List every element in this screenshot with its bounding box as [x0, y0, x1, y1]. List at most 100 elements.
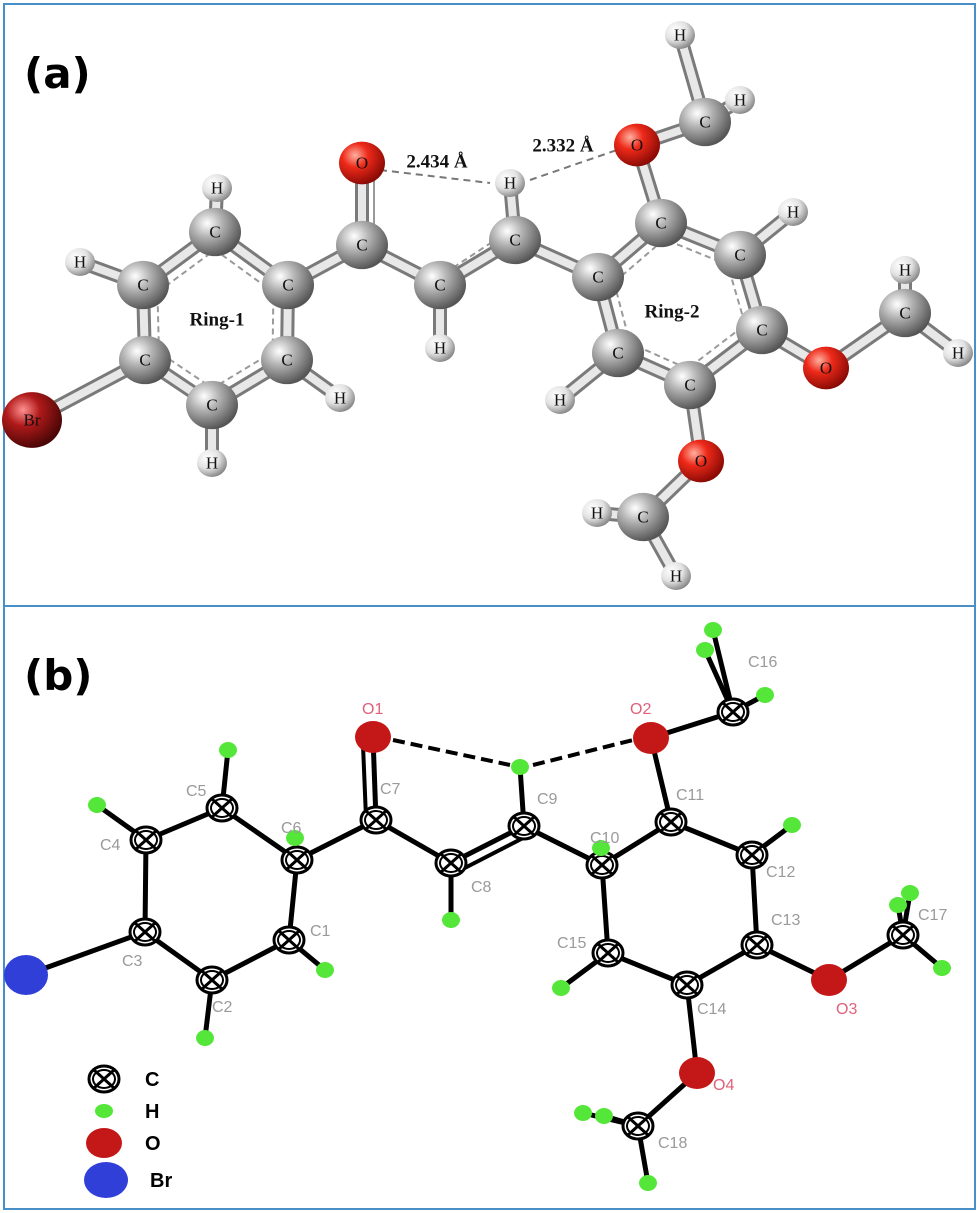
ortep-label-O4: O4: [713, 1077, 734, 1094]
ortep-atom-C11: [654, 807, 688, 837]
ortep-label-C5: C5: [186, 783, 207, 800]
ring-1-label: Ring-1: [190, 310, 245, 331]
atom-a-H18a-symbol: H: [591, 504, 603, 523]
ortep-atom-H8: [783, 817, 801, 833]
ortep-label-C11: C11: [676, 787, 704, 804]
ortep-atom-C15: [591, 938, 625, 968]
legend-item-H: H: [95, 1101, 159, 1123]
atom-a-C9-symbol: C: [509, 231, 520, 250]
atom-a-C17-symbol: C: [899, 304, 910, 323]
ortep-atom-H10: [704, 622, 722, 638]
atom-a-C13: C: [736, 305, 788, 355]
ortep-atom-H17: [595, 1108, 613, 1124]
ortep-atom-C2: [195, 965, 229, 995]
ortep-atom-H1: [88, 797, 106, 813]
atom-a-C12: C: [714, 230, 766, 280]
legend-item-C: C: [87, 1064, 159, 1094]
atom-a-C4-symbol: C: [139, 351, 150, 370]
atom-a-H18b: H: [661, 562, 691, 590]
ortep-atom-Br: [4, 955, 48, 995]
atom-a-H18b-symbol: H: [670, 567, 682, 586]
ortep-label-C9: C9: [537, 791, 558, 808]
legend-swatch-C: [87, 1064, 121, 1094]
ortep-label-C12: C12: [766, 864, 795, 881]
atom-a-C5: C: [117, 260, 169, 310]
atom-a-C6: C: [189, 207, 241, 257]
atom-a-O1-symbol: O: [356, 154, 368, 173]
atom-a-H17a-symbol: H: [899, 261, 911, 280]
hbond-distance-2: 2.332 Å: [532, 136, 594, 157]
atom-a-H6: H: [202, 174, 232, 202]
atom-a-H15: H: [545, 386, 575, 414]
ortep-label-C6: C6: [281, 820, 302, 837]
legend-label-H: H: [145, 1101, 159, 1123]
atom-a-H16b: H: [725, 86, 755, 114]
atom-a-H8: H: [425, 334, 455, 362]
ortep-atom-H0: [219, 742, 237, 758]
ortep-bond-C12-C13: [749, 852, 760, 948]
panel-b: (b) C1C2C3C4C5C6C7C8C9C10C11C12C13C14C15…: [4, 622, 951, 1198]
atom-a-C14: C: [664, 360, 716, 410]
legend-swatch-O: [86, 1128, 122, 1158]
ortep-hbond-H9-O2: [532, 738, 634, 767]
atom-a-H11-symbol: H: [787, 203, 799, 222]
legend-label-Br: Br: [150, 1170, 172, 1192]
ortep-atom-C12: [735, 840, 769, 870]
ortep-label-O2: O2: [630, 701, 651, 718]
hbond-distance-1: 2.434 Å: [406, 152, 468, 173]
ortep-atom-O4: [679, 1057, 715, 1089]
atom-a-C8-symbol: C: [434, 276, 445, 295]
ortep-label-C7: C7: [380, 781, 401, 798]
atom-a-O2-symbol: O: [631, 136, 643, 155]
atom-a-H16b-symbol: H: [734, 91, 746, 110]
atom-a-C11-symbol: C: [655, 214, 666, 233]
atom-a-H6-symbol: H: [211, 179, 223, 198]
atom-a-C1-symbol: C: [282, 276, 293, 295]
ortep-atom-H9: [552, 980, 570, 996]
atom-a-O1: O: [339, 141, 385, 185]
ortep-label-C15: C15: [557, 935, 586, 952]
ortep-double-C8-C9: [454, 834, 528, 875]
ortep-atom-H13: [901, 885, 919, 901]
ortep-label-C1: C1: [310, 923, 331, 940]
ortep-label-C16: C16: [748, 654, 777, 671]
atom-a-C4: C: [119, 335, 171, 385]
ortep-bond-C3-C4: [142, 837, 149, 935]
atom-a-H15-symbol: H: [554, 391, 566, 410]
atom-a-C13-symbol: C: [756, 321, 767, 340]
ortep-atom-C17: [886, 920, 920, 950]
atom-a-C2-symbol: C: [281, 351, 292, 370]
double-bond-C8-C9: [444, 228, 513, 274]
atom-a-C18-symbol: C: [637, 508, 648, 527]
ortep-label-C8: C8: [471, 879, 492, 896]
atom-a-H8-symbol: H: [434, 339, 446, 358]
atom-a-H2-symbol: H: [334, 389, 346, 408]
atom-a-C11: C: [635, 198, 687, 248]
atom-a-Br: Br: [2, 392, 62, 448]
ortep-label-O1: O1: [362, 701, 383, 718]
atom-a-C7-symbol: C: [356, 236, 367, 255]
ortep-atom-C5: [205, 793, 239, 823]
atom-a-H9-symbol: H: [504, 174, 516, 193]
panel-a-hbonds: [379, 149, 618, 184]
atom-a-C6-symbol: C: [209, 223, 220, 242]
panel-a-bonds: [25, 28, 965, 583]
ortep-atom-O2: [633, 722, 669, 754]
hbond-O1-H9: [379, 169, 491, 184]
atom-a-C17: C: [879, 288, 931, 338]
atom-a-C3: C: [186, 380, 238, 430]
ortep-label-C10: C10: [590, 830, 619, 847]
ortep-atom-C9: [507, 811, 541, 841]
legend-swatch-H: [95, 1104, 113, 1118]
atom-a-C9: C: [489, 215, 541, 265]
ortep-label-C17: C17: [918, 907, 947, 924]
ortep-atom-H4: [286, 830, 304, 846]
legend-label-O: O: [145, 1133, 161, 1155]
panel-a: (a) BrCCHCHCCHCHCOCHCHCCHCCCCHOCHHOCHHOC…: [2, 21, 973, 590]
ortep-atom-H15: [933, 960, 951, 976]
atom-a-O3-symbol: O: [820, 359, 832, 378]
ortep-atom-O3: [811, 964, 847, 996]
atom-a-H17b-symbol: H: [952, 344, 964, 363]
